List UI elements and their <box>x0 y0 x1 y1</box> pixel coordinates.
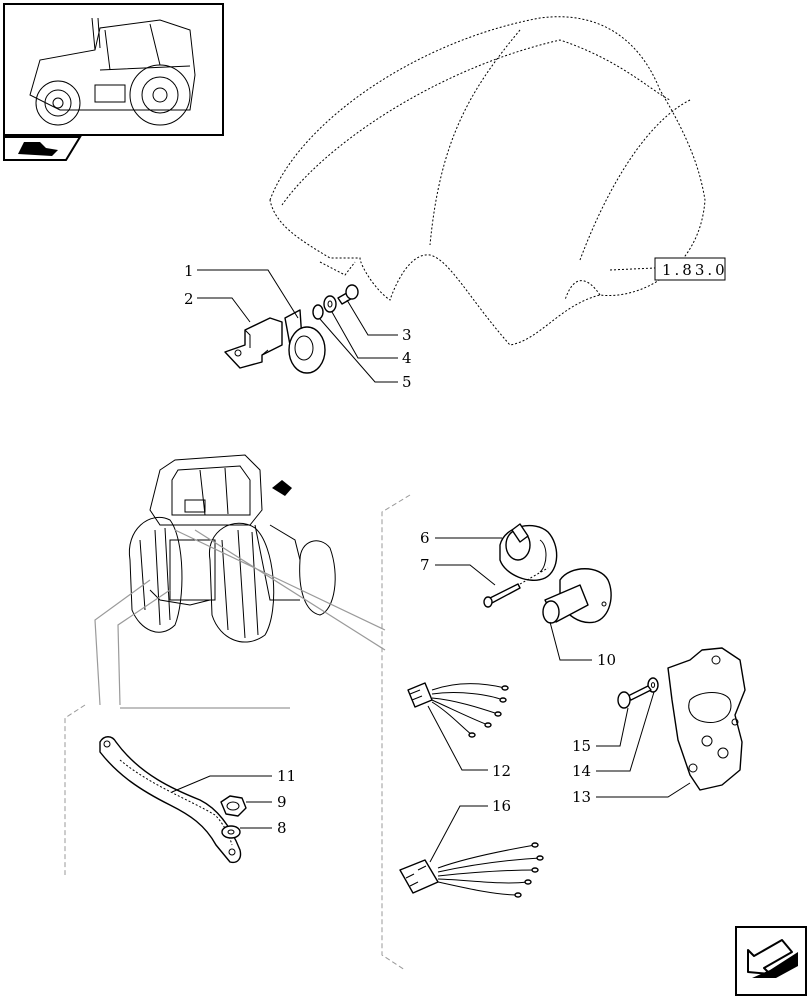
callout-3: 3 <box>402 326 412 344</box>
callout-15: 15 <box>572 737 591 755</box>
hood-outline <box>269 16 706 346</box>
switch-6 <box>499 523 558 581</box>
section-tab-icon[interactable] <box>3 136 82 161</box>
callout-4: 4 <box>402 349 412 367</box>
tractor-thumbnail-icon[interactable] <box>3 3 224 136</box>
washer-4 <box>323 295 337 313</box>
earth-strap-11 <box>99 736 242 864</box>
bolt-15 <box>617 685 652 709</box>
bracket-plate-13 <box>667 647 746 791</box>
callout-13: 13 <box>572 788 591 806</box>
washer-8 <box>221 825 241 839</box>
callout-16: 16 <box>492 797 511 815</box>
washer-5 <box>312 304 324 320</box>
reference-box[interactable]: 1.83.0 <box>654 257 728 281</box>
reference-label: 1.83.0 <box>662 261 728 279</box>
callout-11: 11 <box>277 767 296 785</box>
callout-12: 12 <box>492 762 511 780</box>
horn-bracket <box>224 317 283 369</box>
callout-6: 6 <box>420 529 430 547</box>
callout-1: 1 <box>184 262 194 280</box>
bolt-3 <box>337 284 359 305</box>
callout-10: 10 <box>597 651 616 669</box>
callout-14: 14 <box>572 762 591 780</box>
callout-9: 9 <box>277 793 287 811</box>
callout-8: 8 <box>277 819 287 837</box>
callout-5: 5 <box>402 373 412 391</box>
wiring-harness-12 <box>407 682 509 738</box>
rear-tractor-view <box>128 454 336 643</box>
wiring-harness-16 <box>399 842 544 898</box>
next-page-arrow-icon[interactable] <box>735 926 807 996</box>
callout-2: 2 <box>184 290 194 308</box>
knob-10 <box>542 568 612 624</box>
callout-7: 7 <box>420 556 430 574</box>
nut-9 <box>220 795 247 817</box>
horn <box>284 309 326 374</box>
screw-7 <box>483 583 521 608</box>
